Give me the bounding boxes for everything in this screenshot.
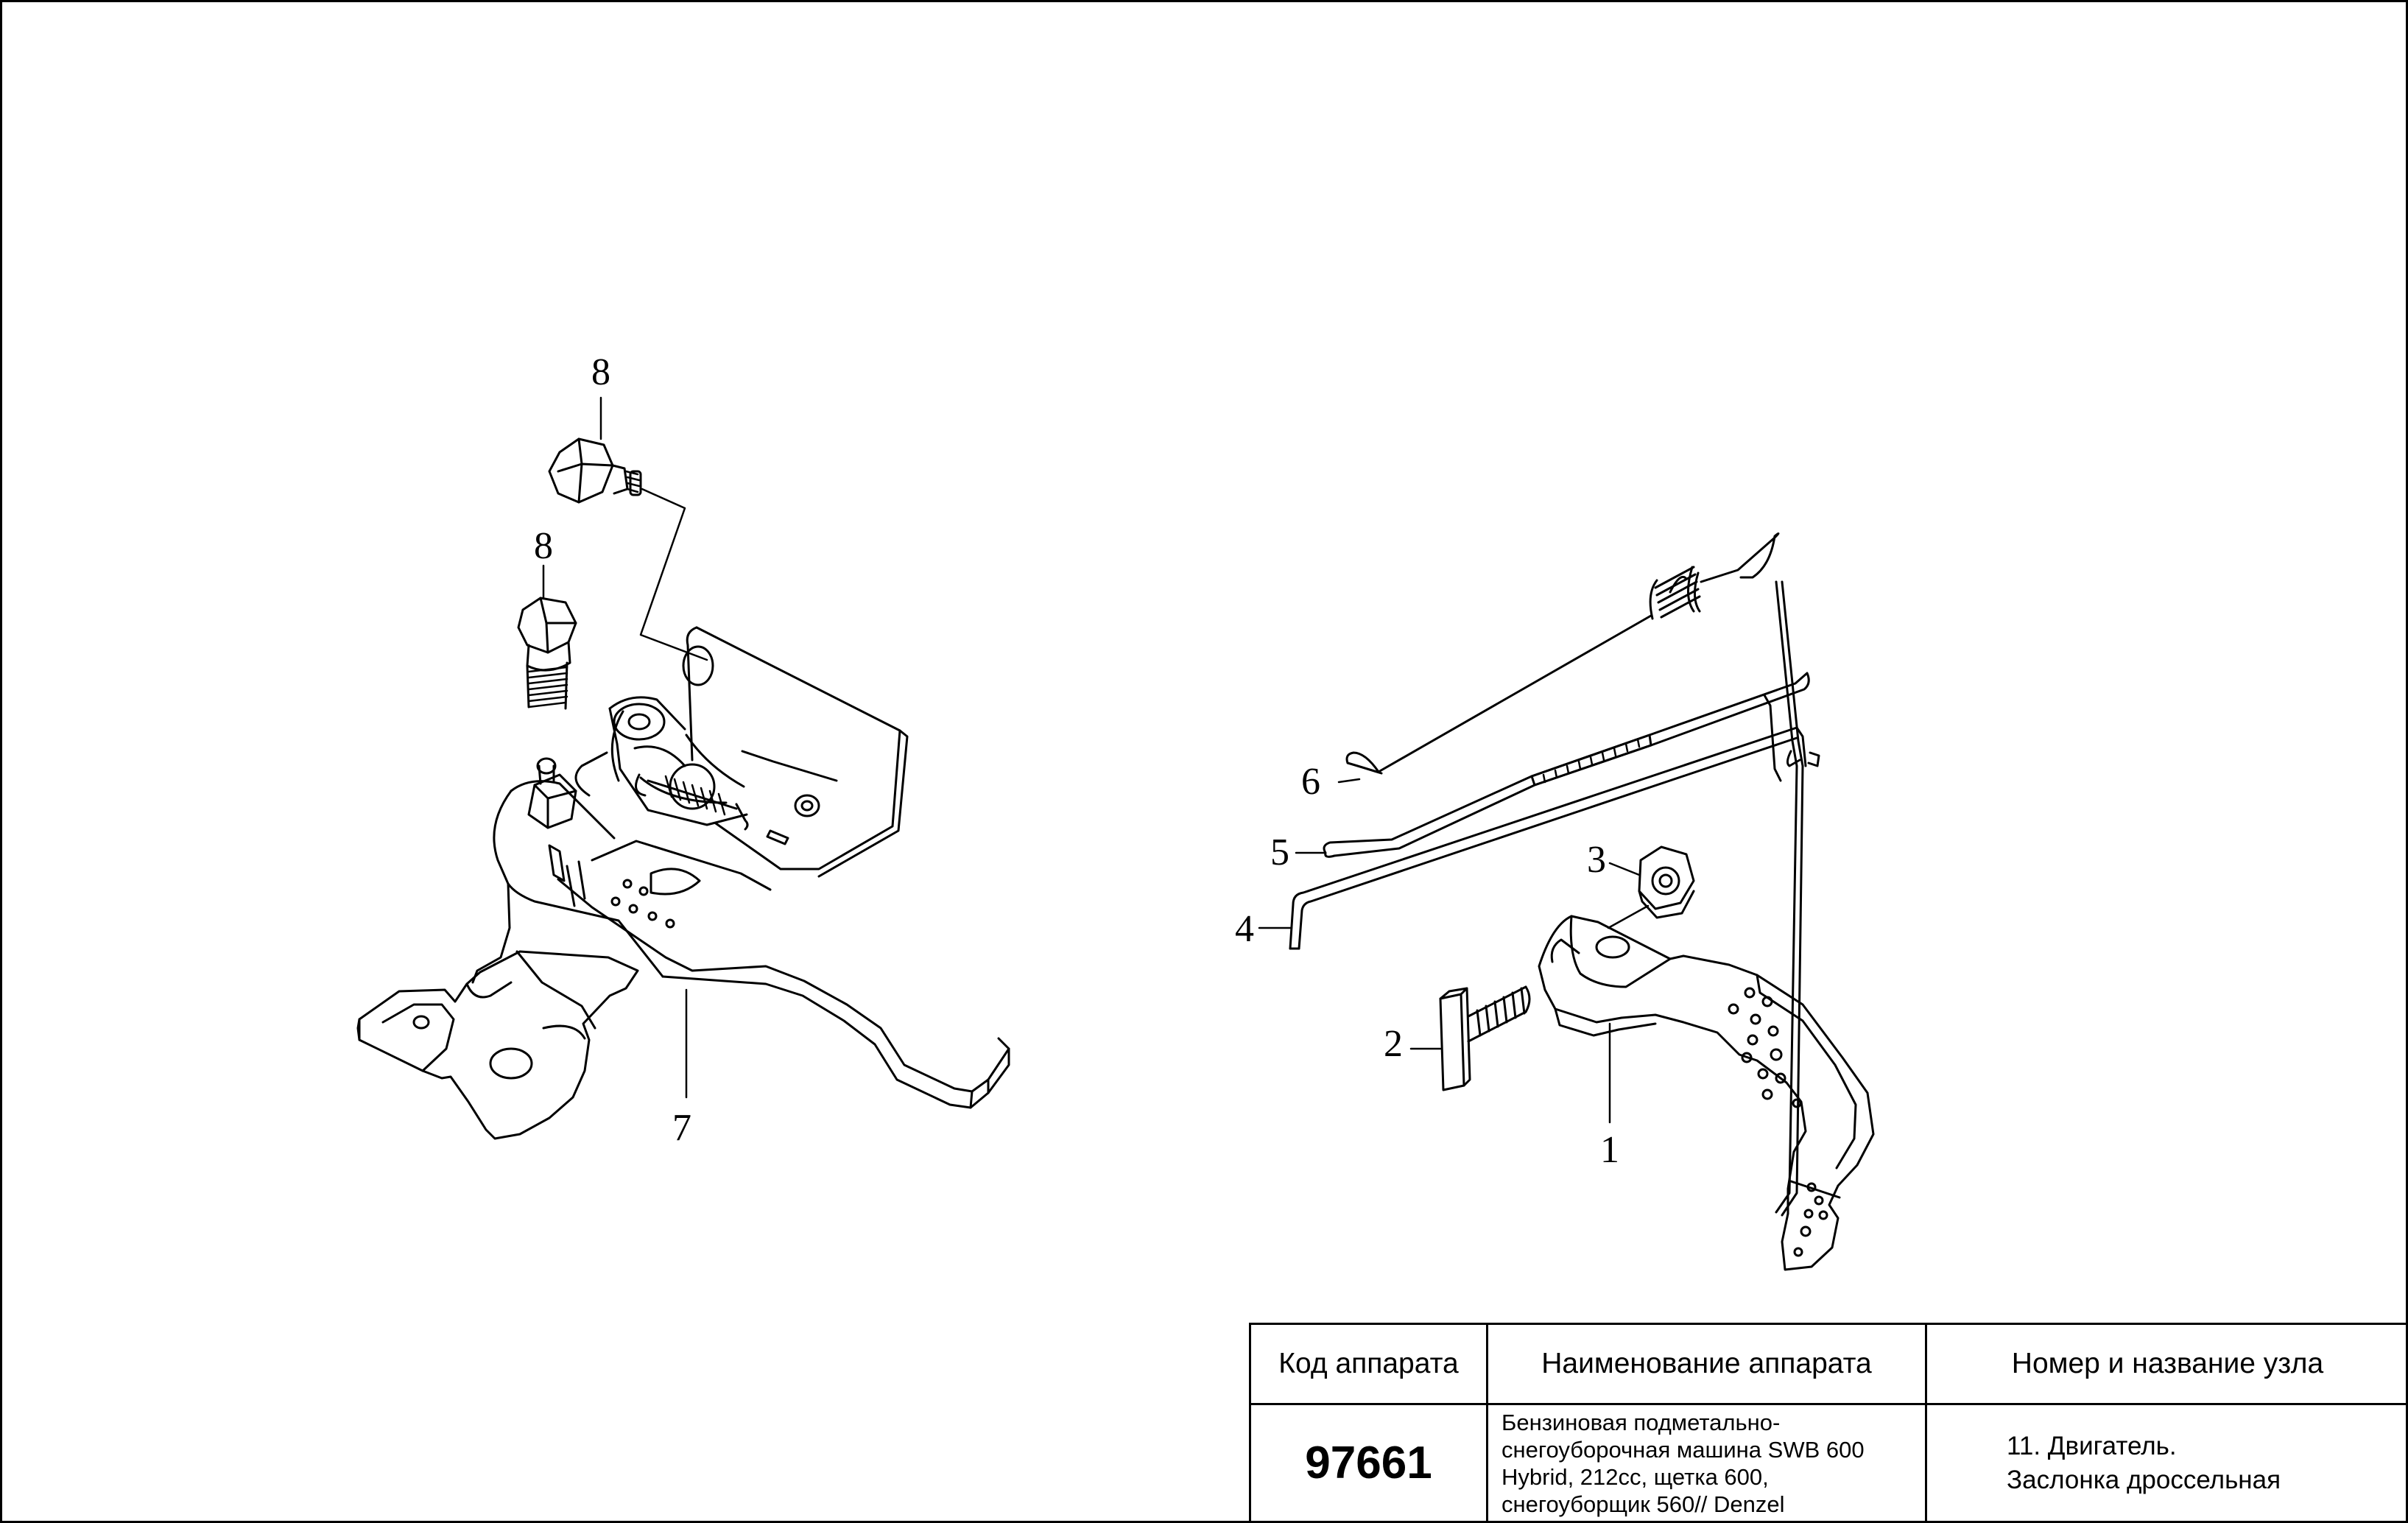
node-name: 11. Двигатель. Заслонка дроссельная (1925, 1403, 2408, 1523)
header-node: Номер и название узла (1925, 1323, 2408, 1405)
return-spring-6 (1345, 532, 1780, 775)
screw-2 (1439, 985, 1531, 1091)
callout-3: 3 (1587, 839, 1606, 881)
device-name-line-4: снегоуборщик 560// Denzel (1502, 1491, 1785, 1517)
callout-1: 1 (1600, 1129, 1619, 1171)
nut-3 (1638, 845, 1695, 919)
leader-line-3 (1608, 862, 1641, 876)
governor-rod-5 (1323, 672, 1810, 858)
leader-line-bolt-upper (639, 488, 708, 661)
header-code: Код аппарата (1249, 1323, 1488, 1405)
leader-line-6 (1337, 778, 1361, 784)
callout-8-lower: 8 (534, 525, 553, 567)
callout-5: 5 (1270, 831, 1289, 873)
device-name-line-3: Hybrid, 212cc, щетка 600, (1502, 1463, 1769, 1490)
callout-2: 2 (1384, 1023, 1403, 1065)
link-rod (1775, 580, 1804, 1217)
node-name-line-1: 11. Двигатель. (2007, 1431, 2177, 1460)
device-code: 97661 (1249, 1403, 1488, 1523)
callout-6: 6 (1301, 761, 1320, 803)
callout-4: 4 (1235, 908, 1254, 950)
callout-8-upper: 8 (591, 351, 610, 393)
bolt-lower (517, 597, 577, 710)
throttle-arm-1 (1538, 915, 1875, 1271)
leader-line-3b (1607, 904, 1650, 929)
throttle-rod-4 (1289, 726, 1820, 950)
device-name: Бензиновая подметально- снегоуборочная м… (1486, 1403, 1927, 1523)
callout-7: 7 (672, 1107, 691, 1149)
pivot-nut (527, 757, 577, 829)
throttle-pivot-lever (574, 696, 748, 826)
base-plate (356, 950, 639, 1140)
mounting-bracket (682, 626, 909, 878)
device-name-line-1: Бензиновая подметально- (1502, 1409, 1781, 1435)
header-name: Наименование аппарата (1486, 1323, 1927, 1405)
throttle-lever-plate (471, 780, 1010, 1109)
node-name-line-2: Заслонка дроссельная (2007, 1465, 2281, 1494)
lever-spring (635, 773, 749, 831)
bolt-upper (548, 437, 642, 504)
title-block: Код аппарата Наименование аппарата Номер… (1249, 1323, 2408, 1523)
device-name-line-2: снегоуборочная машина SWB 600 (1502, 1436, 1865, 1463)
